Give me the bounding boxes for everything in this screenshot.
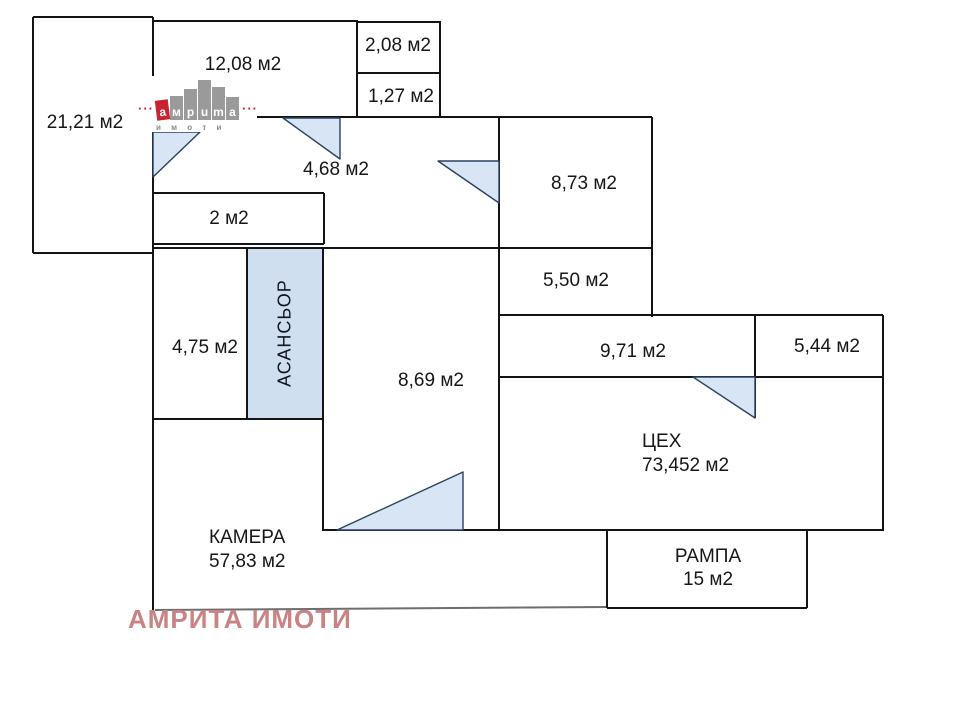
logo-letter: p	[184, 89, 197, 120]
room-name: КАМЕРА	[209, 527, 286, 548]
room-area: 73,452 м2	[642, 455, 730, 476]
door-swing-triangle	[437, 160, 500, 204]
room-label-ceh: ЦЕХ 73,452 м2	[642, 430, 729, 478]
area-label-4-68: 4,68 м2	[303, 159, 369, 180]
door-swings	[152, 117, 756, 531]
logo-letter: м	[170, 96, 183, 120]
room-area: 57,83 м2	[209, 551, 286, 572]
logo-letter: u	[198, 80, 211, 120]
watermark-text: АМРИТА ИМОТИ	[128, 604, 352, 634]
room-label-rampa: РАМПА 15 м2	[675, 545, 741, 591]
area-label-1-27: 1,27 м2	[368, 86, 434, 107]
area-label-8-69: 8,69 м2	[398, 370, 464, 391]
area-label-5-50: 5,50 м2	[543, 270, 609, 291]
camera-bottom-wall	[154, 606, 607, 611]
area-label-21-21: 21,21 м2	[46, 112, 124, 133]
door-swing-triangle	[152, 131, 201, 178]
area-label-8-73: 8,73 м2	[551, 173, 617, 194]
elevator-label: АСАНСЬОР	[274, 279, 295, 387]
area-label-4-75: 4,75 м2	[172, 337, 238, 358]
logo-subtext: и м о т и	[156, 123, 226, 132]
door-swing-triangle	[282, 117, 341, 160]
room-name: РАМПА	[674, 546, 742, 567]
area-label-12-08: 12,08 м2	[204, 54, 282, 75]
room-name: ЦЕХ	[642, 431, 682, 452]
logo-dots-left: ···	[138, 101, 154, 116]
area-label-9-71: 9,71 м2	[600, 341, 666, 362]
area-label-2-08: 2,08 м2	[365, 35, 431, 56]
logo-letter: а	[154, 99, 171, 121]
area-label-5-44: 5,44 м2	[794, 336, 860, 357]
room-label-kamera: КАМЕРА 57,83 м2	[209, 526, 285, 574]
area-label-2: 2 м2	[209, 208, 249, 229]
room-area: 15 м2	[682, 569, 734, 590]
door-swing-triangle	[336, 471, 464, 531]
door-swing-triangle	[692, 376, 756, 419]
logo-dots-right: ···	[242, 101, 258, 116]
elevator-shaft	[246, 247, 324, 420]
logo-letter: a	[226, 97, 239, 120]
logo-letter: m	[212, 87, 225, 120]
